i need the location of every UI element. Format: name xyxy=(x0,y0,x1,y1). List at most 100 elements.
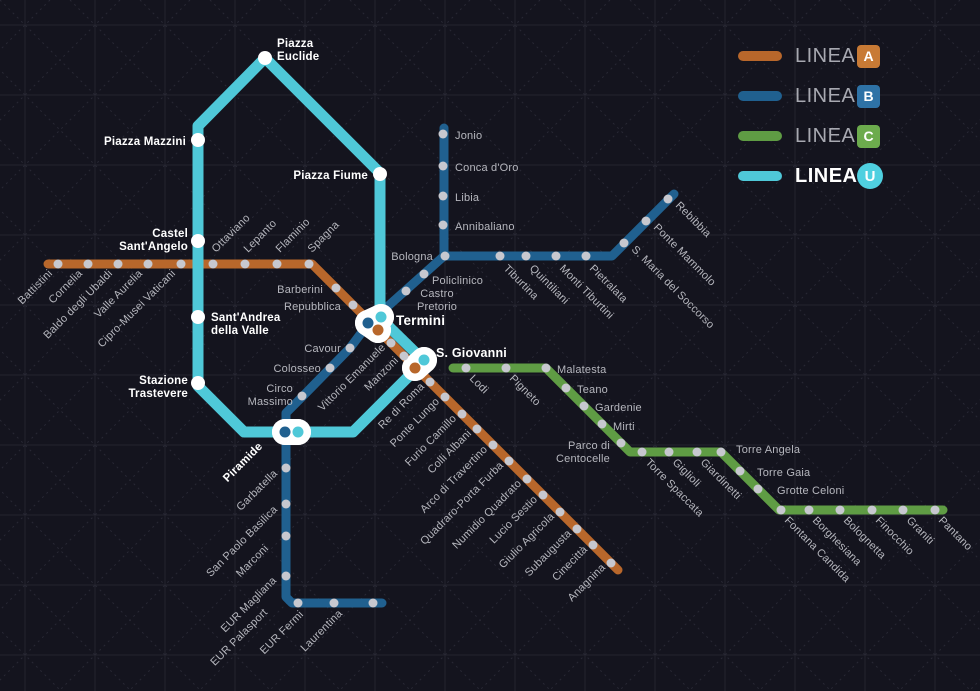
station-dot-manzoni xyxy=(399,351,409,361)
station-dot-stazione-trastevere xyxy=(191,376,205,390)
station-dot-torre-gaia xyxy=(735,466,745,476)
station-dot-vittorio-emanuele xyxy=(386,338,396,348)
station-dot-lepanto xyxy=(240,259,250,269)
station-dot-battistini xyxy=(53,259,63,269)
station-label-grotte-celoni: Grotte Celoni xyxy=(777,485,844,497)
station-dot-re-di-roma xyxy=(425,377,435,387)
grid-diagonal xyxy=(268,0,961,691)
linea-c-badge: C xyxy=(857,124,880,148)
line-u-path xyxy=(192,52,430,438)
station-dot-s-maria-del-soccorso xyxy=(619,238,629,248)
station-label-repubblica: Repubblica xyxy=(284,301,342,313)
station-dot-bolognetta xyxy=(835,505,845,515)
linea-c-label: LINEA xyxy=(795,124,856,147)
station-dot-cornelia xyxy=(83,259,93,269)
station-dot-quadraro-porta-furba xyxy=(504,456,514,466)
station-dot-cinecitt xyxy=(588,540,598,550)
interchange-s-giovanni xyxy=(402,347,437,381)
linea-b-badge: B xyxy=(857,84,880,108)
station-dot-valle-aurelia xyxy=(143,259,153,269)
grid-diagonal xyxy=(839,0,980,141)
interchange-dot-a xyxy=(409,362,421,374)
grid-diagonal xyxy=(629,0,980,351)
grid-diagonal xyxy=(349,0,980,631)
linea-a-swatch xyxy=(738,51,782,61)
station-dot-piazza-mazzini xyxy=(191,133,205,147)
station-label-policlinico: Policlinico xyxy=(432,275,483,287)
station-dot-libia xyxy=(438,191,448,201)
grid-diagonal xyxy=(198,0,891,691)
station-label-colosseo: Colosseo xyxy=(274,363,321,375)
linea-u-label: LINEA xyxy=(795,164,858,187)
station-label-bologna: Bologna xyxy=(391,251,433,263)
interchange-dot-u xyxy=(418,354,430,366)
grid-diagonal xyxy=(0,69,622,691)
linea-a-badge: A xyxy=(857,44,880,68)
grid-diagonal xyxy=(0,0,191,191)
station-dot-colli-albani xyxy=(472,424,482,434)
interchange-dot-b xyxy=(279,426,291,438)
station-dot-malatesta xyxy=(541,363,551,373)
station-dot-pietralata xyxy=(581,251,591,261)
station-label-mirti: Mirti xyxy=(613,421,635,433)
station-dot-subaugusta xyxy=(572,524,582,534)
grid-diagonal xyxy=(0,0,692,691)
station-dot-san-paolo-basilica xyxy=(281,499,291,509)
station-label-termini: Termini xyxy=(396,313,445,328)
station-label-malatesta: Malatesta xyxy=(557,364,607,376)
linea-b-label: LINEA xyxy=(795,84,856,107)
station-dot-borghesiana xyxy=(804,505,814,515)
station-label-s-giovanni: S. Giovanni xyxy=(436,346,507,360)
grid-diagonal xyxy=(419,0,980,561)
station-dot-fontana-candida xyxy=(776,505,786,515)
linea-c-swatch xyxy=(738,131,782,141)
interchanges xyxy=(272,304,437,445)
grid-diagonal xyxy=(338,49,980,691)
interchange-termini xyxy=(355,304,394,343)
station-dot-laurentina xyxy=(368,598,378,608)
station-dot-conca-d-oro xyxy=(438,161,448,171)
station-dot-ponte-mammolo xyxy=(641,216,651,226)
station-label-jonio: Jonio xyxy=(455,130,482,142)
station-dot-torre-angela xyxy=(716,447,726,457)
interchange-piramide xyxy=(272,419,311,445)
station-dot-pantano xyxy=(930,505,940,515)
station-dot-torre-spaccata xyxy=(637,447,647,457)
station-label-gardenie: Gardenie xyxy=(595,402,642,414)
station-label-torre-angela: Torre Angela xyxy=(736,444,801,456)
grid-diagonal xyxy=(139,0,832,691)
station-dot-teano xyxy=(561,383,571,393)
legend-row-linea-a: LINEA A xyxy=(738,41,883,71)
station-dot-castro-pretorio xyxy=(401,286,411,296)
station-dot-eur-palasport xyxy=(293,598,303,608)
station-label-annibaliano: Annibaliano xyxy=(455,221,515,233)
station-dot-marconi xyxy=(281,531,291,541)
interchange-dot-u xyxy=(375,311,387,323)
station-dot-eur-magliana xyxy=(281,571,291,581)
station-dot-eur-fermi xyxy=(329,598,339,608)
station-dot-graniti xyxy=(898,505,908,515)
station-dot-jonio xyxy=(438,129,448,139)
station-dot-piazza-fiume xyxy=(373,167,387,181)
grid-diagonal xyxy=(769,0,980,211)
station-label-piazza-fiume: Piazza Fiume xyxy=(293,170,368,182)
station-label-teano: Teano xyxy=(577,384,608,396)
station-dot-pigneto xyxy=(501,363,511,373)
station-dot-ottaviano xyxy=(208,259,218,269)
grid-diagonal xyxy=(128,0,821,691)
grid-diagonal xyxy=(489,0,980,491)
station-dot-cavour xyxy=(345,343,355,353)
station-dot-tiburtina xyxy=(495,251,505,261)
grid-diagonal xyxy=(559,0,980,421)
station-dot-policlinico xyxy=(419,269,429,279)
station-label-barberini: Barberini xyxy=(277,284,323,296)
grid-diagonal xyxy=(0,0,121,121)
